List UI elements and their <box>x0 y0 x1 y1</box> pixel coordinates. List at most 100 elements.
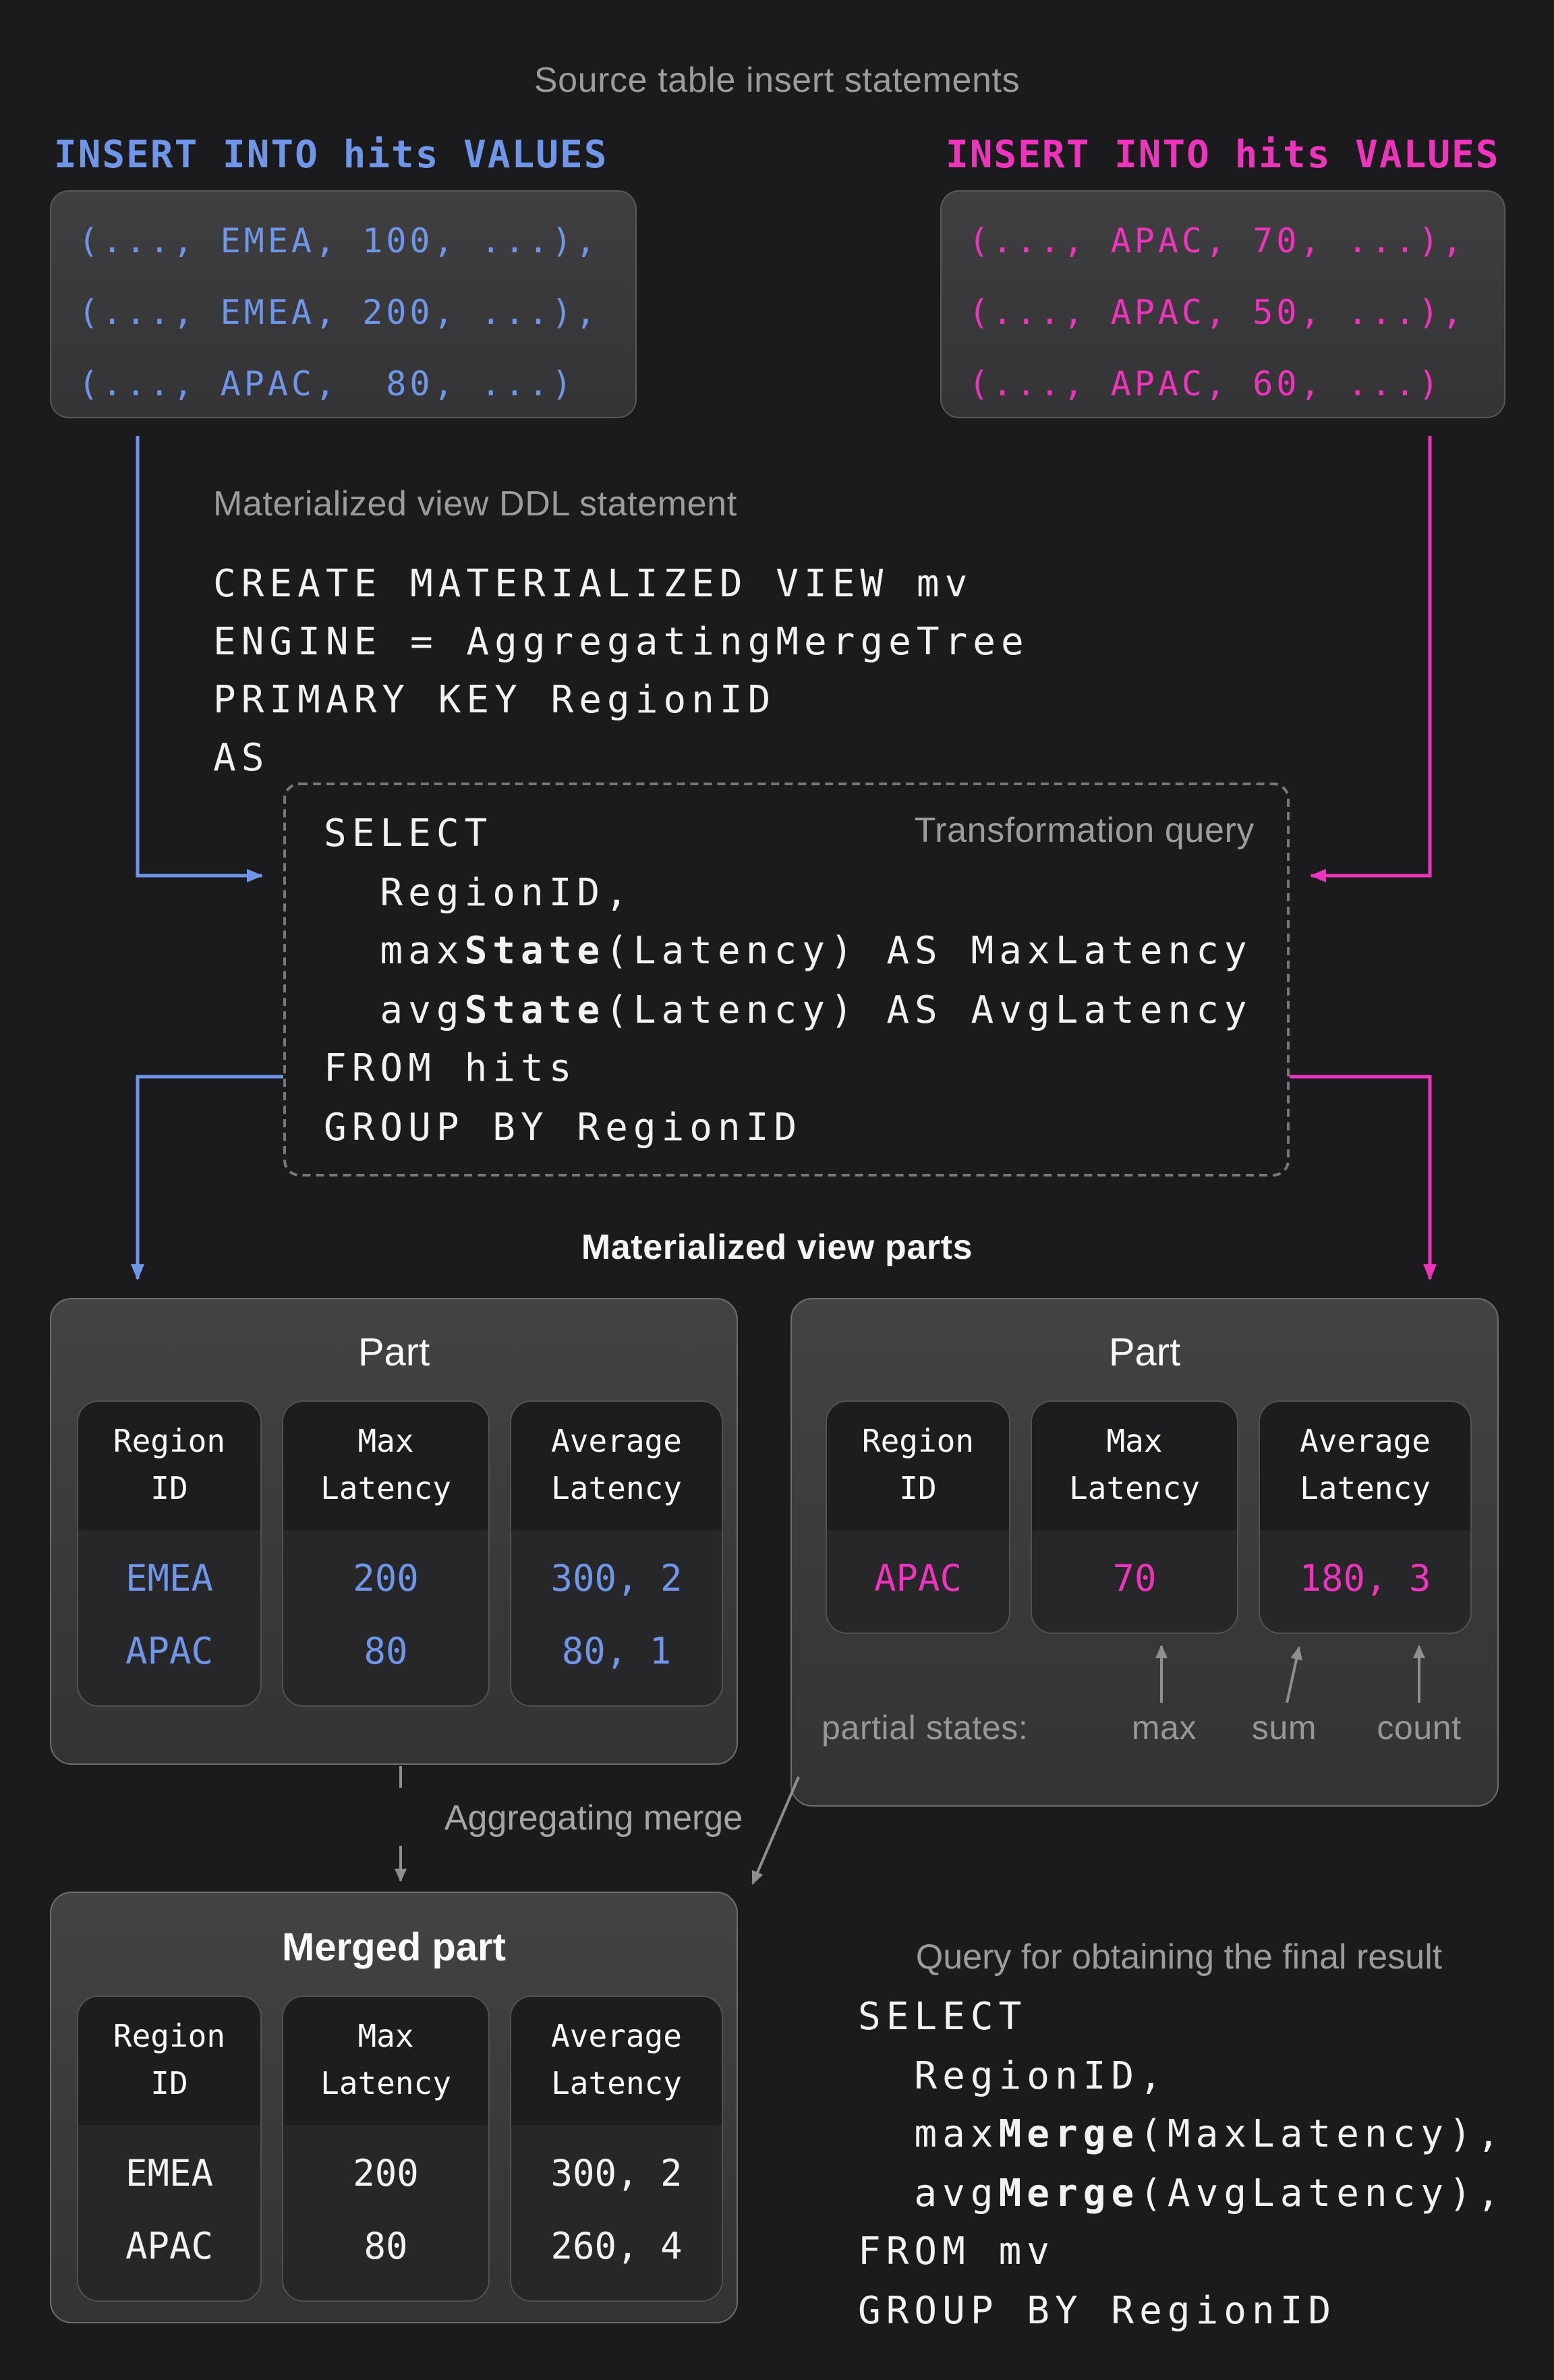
column-values: APAC <box>827 1530 1009 1633</box>
code-text: (..., APAC, 50, ...), <box>969 293 1466 332</box>
column-value: 300, 2 <box>550 1558 683 1600</box>
code-line: avgMerge(AvgLatency), <box>858 2164 1505 2223</box>
insert-statement-label-left: INSERT INTO hits VALUES <box>54 132 608 177</box>
code-line: avgState(Latency) AS AvgLatency <box>324 981 1253 1040</box>
code-line: PRIMARY KEY RegionID <box>213 671 1029 729</box>
aggregating-merge-label: Aggregating merge <box>444 1797 743 1838</box>
column-value: 200 <box>353 2153 419 2195</box>
column-value: 260, 4 <box>550 2226 683 2268</box>
code-text: (..., EMEA, 100, ...), <box>78 221 600 260</box>
column-header-line: Max <box>1106 1425 1163 1460</box>
code-text: (Latency) AS MaxLatency <box>605 928 1253 973</box>
code-line: GROUP BY RegionID <box>858 2282 1505 2340</box>
code-line: SELECT <box>324 804 1253 863</box>
insert-values-box-left: (..., EMEA, 100, ...), (..., EMEA, 200, .… <box>50 190 637 418</box>
code-line: (..., EMEA, 200, ...), <box>51 277 635 348</box>
code-text: (..., APAC, 80, ...) <box>78 364 576 403</box>
column-header-line: Latency <box>320 1472 451 1507</box>
column-header-line: Max <box>357 2020 414 2055</box>
insert-statement-label-right: INSERT INTO hits VALUES <box>946 132 1500 177</box>
code-text: CREATE MATERIALIZED VIEW mv <box>213 561 973 606</box>
code-text: (..., APAC, 60, ...) <box>969 364 1443 403</box>
column-header-line: Average <box>1300 1425 1431 1460</box>
column-header-line: Region <box>113 1425 226 1460</box>
code-text: max <box>324 928 465 973</box>
part-title: Merged part <box>282 1927 506 1970</box>
column-header-line: ID <box>150 1472 188 1507</box>
code-text: PRIMARY KEY RegionID <box>213 677 776 722</box>
insert-values-box-right: (..., APAC, 70, ...), (..., APAC, 50, ...… <box>940 190 1505 418</box>
code-keyword-bold: Merge <box>998 2170 1140 2215</box>
magenta-connector-insert-to-query <box>1310 436 1432 882</box>
code-text: GROUP BY RegionID <box>324 1104 803 1150</box>
code-text: GROUP BY RegionID <box>858 2288 1337 2333</box>
code-text: max <box>858 2112 999 2157</box>
code-text: RegionID, <box>324 870 633 915</box>
column-header-line: Latency <box>1300 1472 1431 1507</box>
page-title: Source table insert statements <box>534 59 1020 100</box>
code-text: FROM mv <box>858 2229 1056 2274</box>
code-text: avg <box>858 2170 999 2215</box>
part-title: Part <box>357 1332 430 1375</box>
column-values: 300, 2 80, 1 <box>511 1530 722 1705</box>
column-header-line: Average <box>551 2020 682 2055</box>
column-header-line: Max <box>357 1425 414 1460</box>
code-text: FROM hits <box>324 1046 577 1091</box>
code-text: avg <box>324 987 465 1032</box>
column-header-line: Latency <box>1069 1472 1200 1507</box>
code-line: (..., EMEA, 100, ...), <box>51 205 635 277</box>
column-value: 80, 1 <box>561 1631 672 1673</box>
code-text: (Latency) AS AvgLatency <box>605 987 1253 1032</box>
code-line: AS <box>213 729 1029 787</box>
ddl-heading: Materialized view DDL statement <box>213 483 737 523</box>
code-keyword-bold: State <box>464 928 606 973</box>
code-line: (..., APAC, 50, ...), <box>942 277 1504 348</box>
code-line: FROM hits <box>324 1040 1253 1098</box>
column-value: APAC <box>873 1558 962 1600</box>
transformation-query-caption: Transformation query <box>914 810 1255 850</box>
code-keyword-bold: Merge <box>998 2112 1140 2157</box>
code-line: CREATE MATERIALIZED VIEW mv <box>213 555 1029 613</box>
column-value: 180, 3 <box>1299 1558 1431 1600</box>
code-text: (MaxLatency), <box>1139 2112 1505 2157</box>
insert-block-right: INSERT INTO hits VALUES (..., APAC, 70, … <box>940 132 1505 418</box>
code-keyword-bold: State <box>464 987 606 1032</box>
column-header-line: ID <box>899 1472 937 1507</box>
code-line: maxMerge(MaxLatency), <box>858 2105 1505 2163</box>
code-text: RegionID, <box>858 2053 1168 2098</box>
code-line: FROM mv <box>858 2223 1505 2282</box>
partial-state-sum: sum <box>1251 1709 1317 1747</box>
code-line: maxState(Latency) AS MaxLatency <box>324 922 1253 980</box>
code-line: (..., APAC, 80, ...) <box>51 348 635 420</box>
partial-state-max: max <box>1131 1709 1197 1747</box>
code-text: (..., APAC, 70, ...), <box>969 221 1466 260</box>
code-line: (..., APAC, 60, ...) <box>942 348 1504 420</box>
column-values: 300, 2 260, 4 <box>511 2125 722 2300</box>
partial-states-label: partial states: <box>822 1709 1029 1747</box>
transformation-query-code: SELECT RegionID, maxState(Latency) AS Ma… <box>324 804 1253 1157</box>
column-value: APAC <box>125 1631 214 1673</box>
column-values: 180, 3 <box>1260 1530 1470 1633</box>
column-value: 300, 2 <box>550 2153 683 2195</box>
column-header-line: Region <box>861 1425 975 1460</box>
column-header-line: Average <box>551 1425 682 1460</box>
final-query-heading: Query for obtaining the final result <box>915 1936 1443 1977</box>
code-line: GROUP BY RegionID <box>324 1098 1253 1157</box>
